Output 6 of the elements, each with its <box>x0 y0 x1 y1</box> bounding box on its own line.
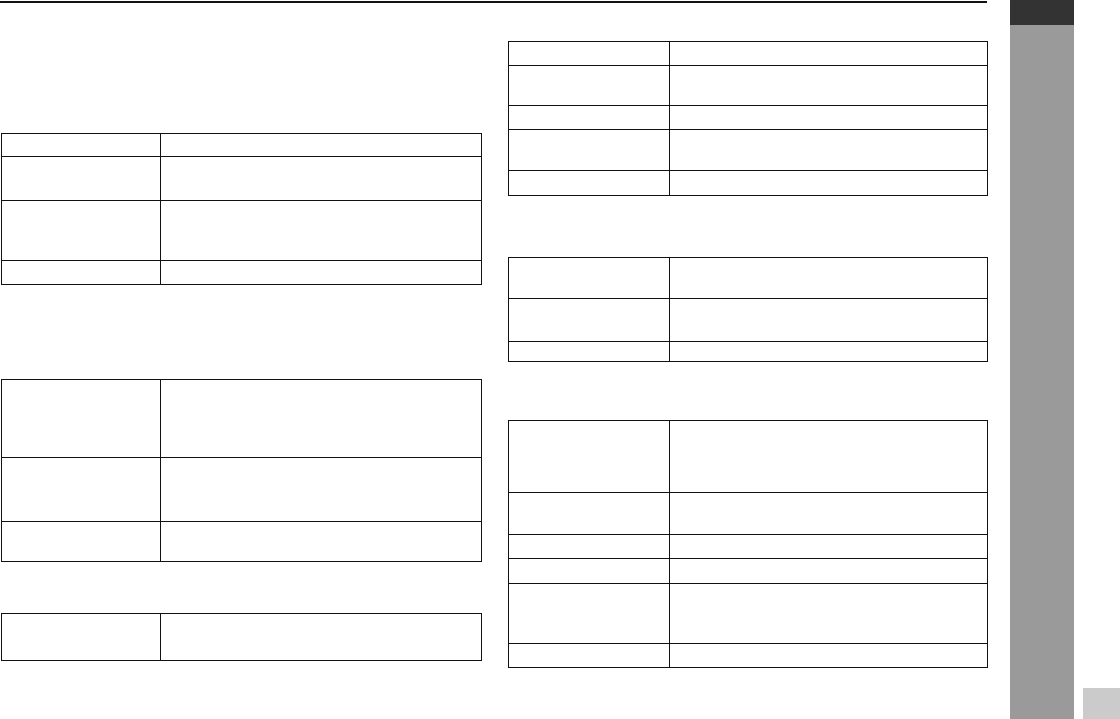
empty-table <box>508 41 988 196</box>
empty-table <box>1 379 482 562</box>
empty-table <box>1 133 482 285</box>
empty-table <box>1 613 482 661</box>
empty-table <box>508 257 988 362</box>
empty-table <box>508 420 988 668</box>
